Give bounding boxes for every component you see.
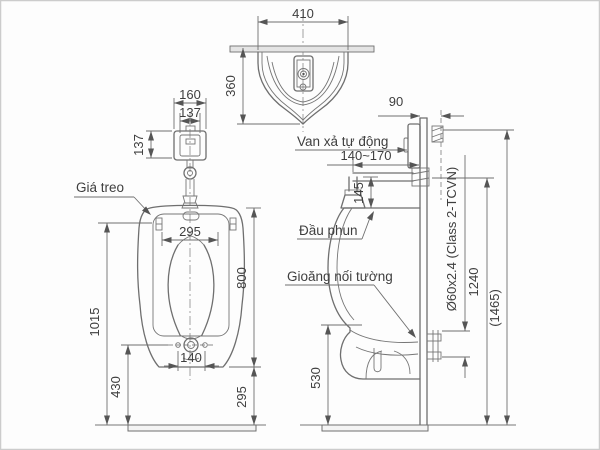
front-view: 160 137 137 295 — [74, 87, 266, 432]
hanger-brackets — [155, 217, 237, 231]
label-spray-head: Đầu phun — [297, 209, 377, 240]
trap-curve-1 — [349, 329, 419, 343]
dim-text-137w: 137 — [179, 105, 201, 120]
valve-side — [403, 123, 421, 169]
trap-curve-4 — [393, 350, 411, 375]
trap-curve-5 — [373, 348, 382, 373]
dim-drain-bolt-spacing: 140 — [164, 350, 219, 371]
wall-section — [229, 45, 375, 53]
dim-wall-offset: 90 — [378, 94, 464, 119]
top-view: 410 360 — [223, 6, 375, 132]
dim-text-1015: 1015 — [87, 308, 102, 337]
spreader — [182, 211, 200, 221]
label-gasket-text: Gioăng nối tường — [287, 269, 393, 284]
profile-inner — [336, 207, 355, 321]
bowl-basin-inner — [271, 61, 335, 103]
dim-drain-to-floor: 430 — [108, 344, 168, 425]
label-hanger: Giá treo — [74, 180, 154, 218]
bowl-outline — [257, 51, 349, 125]
dim-text-295: 295 — [179, 224, 201, 239]
dim-outlet-to-floor: 530 — [308, 324, 362, 425]
dim-spud-height: 145 — [351, 176, 378, 208]
bowl-basin — [266, 55, 340, 106]
supply-stub — [431, 125, 444, 143]
dim-valve-height: 137 — [131, 130, 172, 159]
dim-rim-inner-width: 295 — [161, 224, 219, 246]
dim-text-1240: 1240 — [466, 268, 481, 297]
dim-supply-to-floor: 1240 — [432, 177, 494, 425]
bowl-edge-right — [201, 244, 215, 336]
dim-valve-outer-width: 160 — [173, 87, 207, 129]
label-wall-gasket: Gioăng nối tường — [285, 269, 419, 340]
bowl-rim — [261, 52, 345, 121]
dim-text-160: 160 — [179, 87, 201, 102]
drain — [168, 337, 214, 361]
dim-text-430: 430 — [108, 376, 123, 398]
label-hanger-text: Giá treo — [76, 180, 124, 195]
dim-top-depth: 360 — [223, 48, 300, 125]
wall-section — [419, 117, 428, 427]
trap-curve-3 — [365, 350, 383, 380]
floor-right — [300, 424, 516, 432]
dim-text-1465: (1465) — [487, 289, 502, 327]
side-view: 90 Van xả tự động 140~170 145 Đầu phun — [285, 94, 516, 432]
dim-text-410: 410 — [292, 6, 314, 21]
outlet-fitting — [426, 330, 442, 362]
bowl-edge-bottom — [179, 334, 203, 340]
dim-body-height: 800 295 — [229, 207, 261, 425]
dim-total-to-floor: (1465) — [443, 129, 514, 425]
label-spray-text: Đầu phun — [299, 223, 358, 238]
dim-valve-inner-width: 137 — [179, 105, 201, 133]
dim-text-pipe-spec: Ø60x2.4 (Class 2-TCVN) — [444, 167, 459, 311]
dim-top-width: 410 — [257, 6, 349, 50]
dim-text-140-170: 140~170 — [341, 148, 392, 163]
floor-left — [95, 424, 266, 432]
rim-panel — [152, 213, 230, 337]
label-auto-flush-valve: Van xả tự động — [295, 134, 407, 153]
dim-pipe-spec: Ø60x2.4 (Class 2-TCVN) — [442, 155, 470, 378]
profile-outline — [327, 207, 421, 380]
dim-text-140: 140 — [180, 350, 202, 365]
valve-front — [173, 125, 207, 209]
dim-text-145: 145 — [351, 182, 366, 204]
valve-top — [293, 55, 314, 92]
dim-text-530: 530 — [308, 367, 323, 389]
dim-text-90: 90 — [389, 94, 403, 109]
bowl-edge-left — [167, 244, 181, 336]
dim-text-137h: 137 — [131, 134, 146, 156]
dim-mount-to-floor: 1015 — [87, 222, 152, 425]
trap-curve-2 — [355, 346, 419, 356]
dim-text-295b: 295 — [234, 386, 249, 408]
dim-text-800: 800 — [234, 267, 249, 289]
body-outline — [136, 204, 246, 368]
dim-inlet-to-wall: 140~170 — [327, 148, 419, 172]
bowl-edge-top — [177, 235, 205, 246]
dim-text-360: 360 — [223, 75, 238, 97]
inlet-union — [411, 167, 430, 187]
label-valve-text: Van xả tự động — [297, 134, 388, 149]
